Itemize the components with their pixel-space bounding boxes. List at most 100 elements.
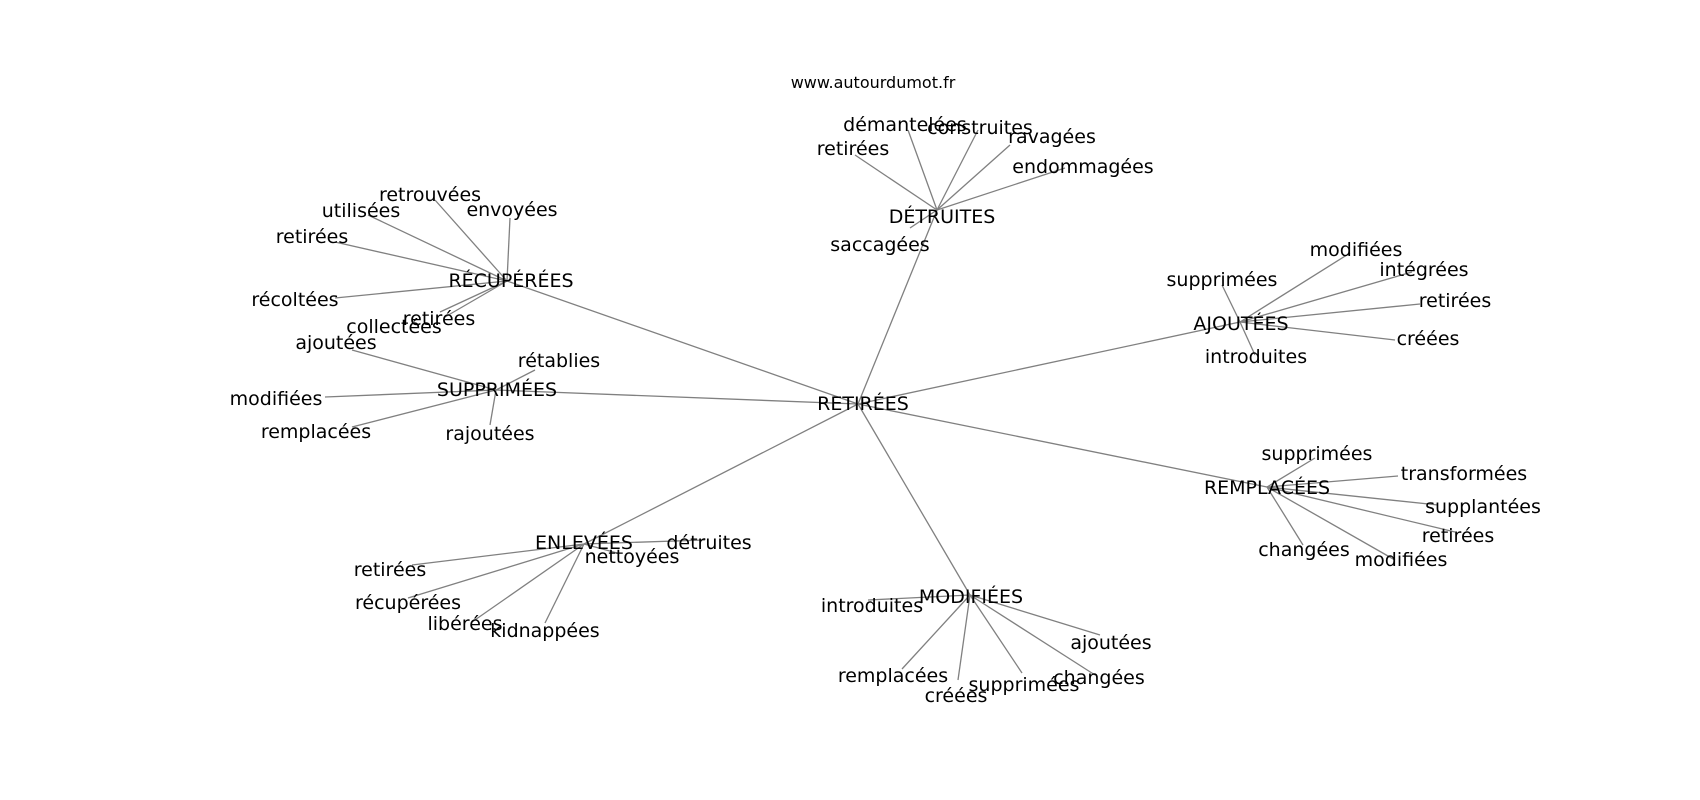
leaf-node-enlevees[interactable]: détruites <box>666 532 751 554</box>
edge-modifiees-leaf-3 <box>969 594 1023 674</box>
leaf-node-recuperees[interactable]: récoltées <box>251 289 338 311</box>
leaf-node-ajoutees[interactable]: introduites <box>1205 346 1307 368</box>
leaf-node-recuperees[interactable]: retirées <box>403 308 475 330</box>
edge-modifiees-leaf-5 <box>901 594 971 670</box>
leaf-node-supprimees[interactable]: modifiées <box>230 388 323 410</box>
edge-ajoutees-leaf-1 <box>1239 252 1351 323</box>
leaf-node-enlevees[interactable]: libérées <box>428 613 503 635</box>
group-node-detruites[interactable]: DÉTRUITES <box>889 205 996 228</box>
group-node-recuperees[interactable]: RÉCUPÉRÉES <box>448 269 573 292</box>
edge-enlevees-leaf-3 <box>407 543 585 599</box>
leaf-node-supprimees[interactable]: remplacées <box>261 421 371 443</box>
leaf-node-enlevees[interactable]: récupérées <box>355 592 461 614</box>
leaf-node-remplacees[interactable]: transformées <box>1401 463 1527 485</box>
leaf-node-supprimees[interactable]: rajoutées <box>445 423 534 445</box>
edge-remplacees-leaf-4 <box>1266 486 1396 561</box>
graph-edges <box>324 129 1456 681</box>
edge-supprimees-leaf-3 <box>351 389 497 428</box>
edge-enlevees-leaf-2 <box>411 543 585 566</box>
graph-labels: retiréesdémanteléesconstruitesravagéesen… <box>230 114 1541 707</box>
edge-center-detruites <box>857 209 938 405</box>
center-node[interactable]: RETIRÉES <box>817 392 909 415</box>
edge-supprimees-leaf-1 <box>495 369 536 391</box>
edge-modifiees-leaf-4 <box>957 594 971 681</box>
edge-recuperees-leaf-2 <box>506 217 511 282</box>
edge-ajoutees-leaf-5 <box>1239 321 1256 356</box>
leaf-node-ajoutees[interactable]: créées <box>1397 328 1460 350</box>
edge-recuperees-leaf-5 <box>439 280 508 313</box>
edge-supprimees-leaf-0 <box>351 349 497 391</box>
edge-enlevees-leaf-1 <box>583 543 618 554</box>
edge-recuperees-leaf-1 <box>367 214 508 282</box>
edge-ajoutees-leaf-4 <box>1239 321 1396 341</box>
leaf-node-modifiees[interactable]: supprimées <box>969 674 1080 696</box>
leaf-node-detruites[interactable]: démantelées <box>843 114 967 136</box>
edge-detruites-leaf-3 <box>936 144 1011 211</box>
leaf-node-remplacees[interactable]: modifiées <box>1355 549 1448 571</box>
leaf-node-modifiees[interactable]: ajoutées <box>1070 632 1151 654</box>
leaf-node-ajoutees[interactable]: supprimées <box>1167 269 1278 291</box>
leaf-node-recuperees[interactable]: utilisées <box>322 200 401 222</box>
group-node-supprimees[interactable]: SUPPRIMÉES <box>437 378 557 401</box>
edge-detruites-leaf-4 <box>936 167 1066 211</box>
leaf-node-detruites[interactable]: endommagées <box>1012 156 1153 178</box>
leaf-node-modifiees[interactable]: créées <box>925 685 988 707</box>
edge-recuperees-leaf-3 <box>334 241 508 282</box>
edge-supprimees-leaf-2 <box>324 389 497 398</box>
edge-enlevees-leaf-0 <box>583 539 706 545</box>
edge-remplacees-leaf-0 <box>1266 457 1316 488</box>
group-node-remplacees[interactable]: REMPLACÉES <box>1204 476 1330 499</box>
leaf-node-ajoutees[interactable]: modifiées <box>1310 239 1403 261</box>
edge-modifiees-leaf-0 <box>867 594 971 601</box>
group-node-enlevees[interactable]: ENLEVÉES <box>535 531 633 554</box>
leaf-node-recuperees[interactable]: envoyées <box>466 199 557 221</box>
leaf-node-detruites[interactable]: construites <box>927 117 1033 139</box>
edge-enlevees-leaf-4 <box>471 543 585 623</box>
leaf-node-supprimees[interactable]: ajoutées <box>295 332 376 354</box>
edge-detruites-leaf-1 <box>907 129 938 211</box>
edge-detruites-leaf-5 <box>909 209 938 229</box>
edge-center-supprimees <box>495 389 859 405</box>
leaf-node-remplacees[interactable]: supplantées <box>1425 496 1541 518</box>
edge-ajoutees-leaf-2 <box>1239 271 1413 323</box>
leaf-node-enlevees[interactable]: kidnappées <box>490 620 599 642</box>
leaf-node-supprimees[interactable]: rétablies <box>518 350 600 372</box>
edge-recuperees-leaf-4 <box>334 280 508 299</box>
edge-enlevees-leaf-5 <box>544 543 585 624</box>
group-node-ajoutees[interactable]: AJOUTÉES <box>1193 312 1288 335</box>
edge-ajoutees-leaf-0 <box>1221 284 1241 323</box>
edge-remplacees-leaf-2 <box>1266 486 1439 506</box>
leaf-node-enlevees[interactable]: retirées <box>354 559 426 581</box>
edge-recuperees-leaf-6 <box>444 280 508 318</box>
edge-remplacees-leaf-1 <box>1266 475 1399 488</box>
leaf-node-modifiees[interactable]: remplacées <box>838 665 948 687</box>
leaf-node-ajoutees[interactable]: retirées <box>1419 290 1491 312</box>
edge-center-recuperees <box>506 280 859 405</box>
edge-modifiees-leaf-2 <box>969 594 1096 676</box>
edge-ajoutees-leaf-3 <box>1239 303 1421 323</box>
leaf-node-modifiees[interactable]: changées <box>1053 667 1145 689</box>
leaf-node-detruites[interactable]: saccagées <box>830 234 929 256</box>
edge-detruites-leaf-2 <box>936 129 979 211</box>
group-node-modifiees[interactable]: MODIFIÉES <box>919 585 1023 608</box>
edge-center-modifiees <box>857 403 971 596</box>
edge-supprimees-leaf-4 <box>489 389 497 426</box>
leaf-node-remplacees[interactable]: retirées <box>1422 525 1494 547</box>
leaf-node-ajoutees[interactable]: intégrées <box>1379 259 1468 281</box>
leaf-node-modifiees[interactable]: introduites <box>821 595 923 617</box>
edge-recuperees-leaf-0 <box>434 199 508 282</box>
edge-modifiees-leaf-1 <box>969 594 1101 636</box>
leaf-node-remplacees[interactable]: supprimées <box>1262 443 1373 465</box>
edge-remplacees-leaf-3 <box>1266 486 1456 533</box>
edge-center-enlevees <box>583 403 859 545</box>
edge-center-ajoutees <box>857 321 1241 405</box>
leaf-node-detruites[interactable]: retirées <box>817 138 889 160</box>
leaf-node-remplacees[interactable]: changées <box>1258 539 1350 561</box>
leaf-node-recuperees[interactable]: retrouvées <box>379 184 481 206</box>
leaf-node-recuperees[interactable]: retirées <box>276 226 348 248</box>
edge-remplacees-leaf-5 <box>1266 486 1304 546</box>
leaf-node-detruites[interactable]: ravagées <box>1008 126 1096 148</box>
leaf-node-recuperees[interactable]: collectées <box>346 316 442 338</box>
leaf-node-enlevees[interactable]: nettoyées <box>585 546 680 568</box>
